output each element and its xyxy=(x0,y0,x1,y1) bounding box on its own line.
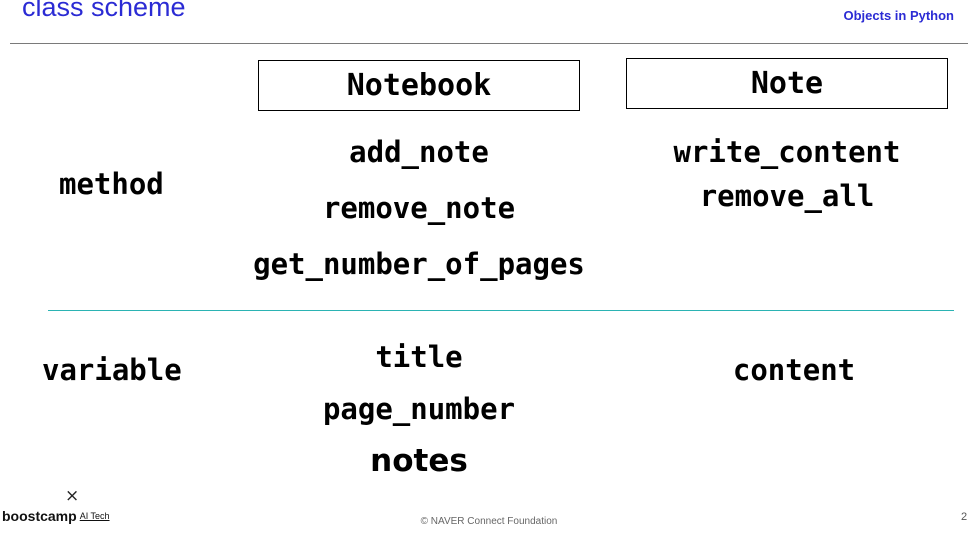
header-divider xyxy=(10,43,968,44)
close-icon: × xyxy=(65,486,80,506)
brand-name: boostcamp xyxy=(2,508,77,524)
notebook-class-box: Notebook xyxy=(258,60,580,111)
note-class-box: Note xyxy=(626,58,948,109)
notebook-class-name: Notebook xyxy=(346,68,492,103)
course-tag: Objects in Python xyxy=(843,8,954,23)
note-method: remove_all xyxy=(699,179,875,213)
notebook-method: add_note xyxy=(349,135,489,169)
variable-row-label: variable xyxy=(42,353,182,387)
slide-title: class scheme xyxy=(22,0,186,22)
notebook-method: remove_note xyxy=(322,191,516,225)
notebook-method: get_number_of_pages xyxy=(253,247,585,281)
method-row-label: method xyxy=(59,167,164,201)
section-divider xyxy=(48,310,954,311)
page-number: 2 xyxy=(961,511,968,523)
note-method: write_content xyxy=(673,135,901,169)
notebook-variable: notes xyxy=(370,443,468,479)
brand-subtitle: AI Tech xyxy=(79,511,110,521)
notebook-variable: page_number xyxy=(322,392,516,426)
notebook-variable: title xyxy=(375,340,463,374)
note-class-name: Note xyxy=(750,66,824,101)
note-variable: content xyxy=(732,353,856,387)
copyright-footer: © NAVER Connect Foundation xyxy=(420,516,558,527)
